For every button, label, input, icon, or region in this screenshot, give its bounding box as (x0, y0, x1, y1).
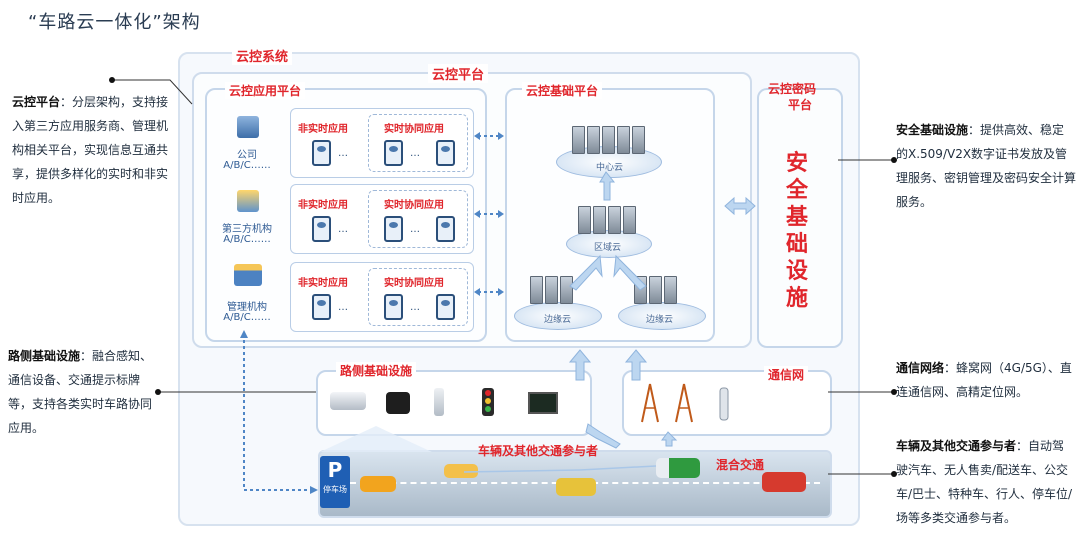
parking-label: 停车场 (323, 485, 347, 494)
ellipsis: … (410, 224, 420, 235)
ellipsis: … (338, 224, 348, 235)
app-doc-icon (384, 294, 403, 320)
radar-icon (386, 392, 410, 414)
realtime-label-3: 实时协同应用 (384, 278, 444, 289)
non-realtime-label-1: 非实时应用 (298, 124, 348, 135)
antenna-icon (719, 387, 729, 421)
app-doc-icon (436, 216, 455, 242)
annotation-cloud-platform-head: 云控平台 (12, 95, 61, 109)
org-company-label: 公司 (237, 150, 257, 161)
annotation-vehicles: 车辆及其他交通参与者：自动驾驶汽车、无人售卖/配送车、公交车/巴士、特种车、行人… (896, 434, 1076, 530)
traffic-participants-label: 车辆及其他交通参与者 (478, 444, 599, 458)
bus-icon (556, 478, 596, 496)
fire-truck-icon (762, 472, 806, 492)
org-admin-label: 管理机构 (227, 302, 267, 313)
sign-board-icon (528, 392, 558, 414)
edge-cloud-label-2: 边缘云 (646, 315, 674, 325)
realtime-box-1 (368, 114, 468, 172)
roadside-label: 路侧基础设施 (336, 362, 417, 379)
app-doc-icon (312, 294, 331, 320)
car-icon (444, 464, 478, 478)
annotation-security-body: ：提供高效、稳定的X.509/V2X数字证书发放及管理服务、密钥管理及密码安全计… (896, 123, 1077, 209)
org-company-sub: A/B/C…… (223, 160, 271, 171)
car-icon (360, 476, 396, 492)
parking-sign-letter: P (327, 458, 343, 482)
annotation-roadside-head: 路侧基础设施 (8, 349, 81, 363)
building-yellow-icon (237, 190, 259, 212)
app-doc-icon (384, 140, 403, 166)
edge-cloud-label-1: 边缘云 (544, 315, 572, 325)
mixed-traffic-label: 混合交通 (716, 458, 765, 472)
annotation-cloud-platform-body: ：分层架构，支持接入第三方应用服务商、管理机构相关平台，实现信息互通共享，提供多… (12, 95, 169, 205)
crypto-platform-label-2: 平台 (788, 98, 813, 112)
edge-cloud-disc-1 (514, 302, 602, 330)
region-cloud-label: 区域云 (594, 243, 622, 253)
non-realtime-label-3: 非实时应用 (298, 278, 348, 289)
org-thirdparty-sub: A/B/C…… (223, 234, 271, 245)
cloud-platform-label: 云控平台 (428, 64, 489, 83)
edge-cloud-disc-2 (618, 302, 706, 330)
cloud-control-system-label: 云控系统 (232, 46, 293, 65)
org-admin-sub: A/B/C…… (223, 312, 271, 323)
annotation-comm-body: ：蜂窝网（4G/5G）、直连通信网、高精定位网。 (896, 361, 1072, 399)
crypto-platform-frame (757, 88, 843, 348)
tower-icon (641, 383, 659, 423)
center-cloud-label: 中心云 (596, 163, 624, 173)
app-doc-icon (384, 216, 403, 242)
rsu-icon (434, 388, 444, 416)
page-title: “车路云一体化”架构 (28, 12, 201, 33)
annotation-security: 安全基础设施：提供高效、稳定的X.509/V2X数字证书发放及管理服务、密钥管理… (896, 118, 1076, 214)
non-realtime-label-2: 非实时应用 (298, 200, 348, 211)
tower-icon (675, 383, 693, 423)
edge-cloud-servers-icon (530, 276, 573, 304)
parking-sign-icon: P 停车场 (320, 456, 350, 508)
org-thirdparty-label: 第三方机构 (222, 224, 272, 235)
security-infra-label: 安全基础设施 (786, 151, 809, 311)
building-gov-icon (234, 264, 262, 286)
building-blue-icon (237, 116, 259, 138)
annotation-comm-head: 通信网络 (896, 361, 945, 375)
app-platform-label: 云控应用平台 (225, 82, 306, 99)
annotation-comm: 通信网络：蜂窝网（4G/5G）、直连通信网、高精定位网。 (896, 356, 1076, 404)
annotation-vehicles-body: ：自动驾驶汽车、无人售卖/配送车、公交车/巴士、特种车、行人、停车位/场等多类交… (896, 439, 1073, 525)
truck-icon (656, 458, 700, 478)
app-doc-icon (312, 140, 331, 166)
base-platform-label: 云控基础平台 (522, 82, 603, 99)
ellipsis: … (410, 302, 420, 313)
comm-network-label: 通信网 (764, 366, 809, 383)
annotation-security-head: 安全基础设施 (896, 123, 969, 137)
region-cloud-servers-icon (578, 206, 636, 234)
realtime-box-2 (368, 190, 468, 248)
ellipsis: … (410, 148, 420, 159)
annotation-roadside: 路侧基础设施：融合感知、通信设备、交通提示标牌等，支持各类实时车路协同应用。 (8, 344, 158, 440)
app-doc-icon (436, 140, 455, 166)
ellipsis: … (338, 148, 348, 159)
realtime-label-1: 实时协同应用 (384, 124, 444, 135)
app-doc-icon (312, 216, 331, 242)
traffic-light-icon (482, 388, 494, 416)
crypto-platform-label-1: 云控密码 (768, 82, 817, 96)
realtime-label-2: 实时协同应用 (384, 200, 444, 211)
annotation-roadside-body: ：融合感知、通信设备、交通提示标牌等，支持各类实时车路协同应用。 (8, 349, 153, 435)
realtime-box-3 (368, 268, 468, 326)
ellipsis: … (338, 302, 348, 313)
center-cloud-servers-icon (572, 126, 645, 154)
comm-devices (641, 383, 729, 423)
annotation-vehicles-head: 车辆及其他交通参与者 (896, 439, 1017, 453)
annotation-cloud-platform: 云控平台：分层架构，支持接入第三方应用服务商、管理机构相关平台，实现信息互通共享… (12, 90, 170, 210)
app-doc-icon (436, 294, 455, 320)
camera-icon (330, 392, 366, 410)
